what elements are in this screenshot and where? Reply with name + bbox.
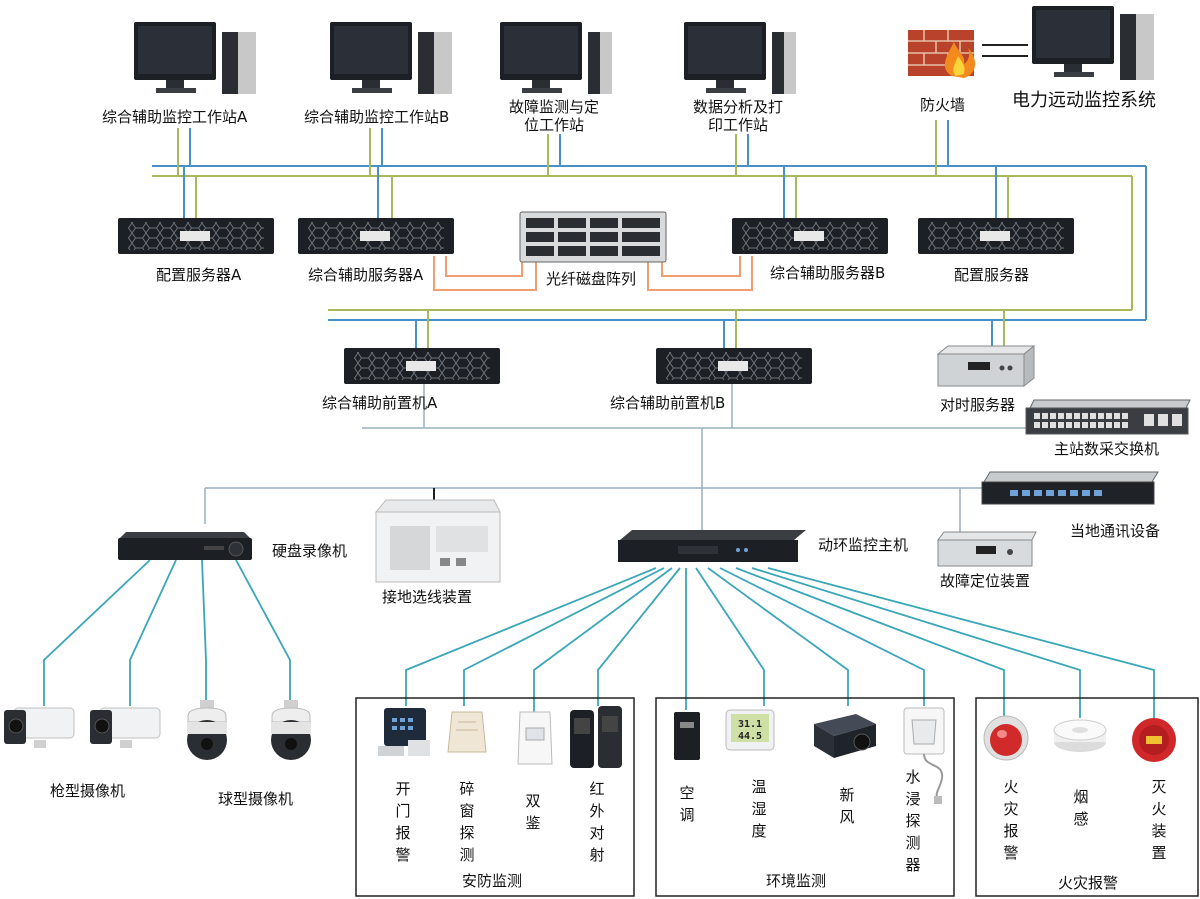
firewall-label: 防火墙 bbox=[920, 96, 966, 114]
frontend-b-icon[interactable] bbox=[656, 348, 812, 384]
lower-bus bbox=[204, 384, 1100, 532]
aux-server-b-icon[interactable] bbox=[732, 218, 888, 254]
frontend-drops bbox=[415, 310, 1005, 350]
fault-locator-icon[interactable] bbox=[937, 531, 1037, 567]
firewall-link bbox=[982, 44, 1028, 57]
fire-group-title: 火灾报警 bbox=[1058, 874, 1119, 892]
env-host-icon[interactable] bbox=[618, 530, 806, 562]
config-server-label: 配置服务器 bbox=[954, 266, 1030, 284]
group-box-fire bbox=[975, 697, 1199, 897]
workstation-drops bbox=[177, 120, 949, 176]
infrared-beam-icon[interactable] bbox=[570, 706, 622, 768]
time-server-label: 对时服务器 bbox=[940, 396, 1016, 414]
thermo-temp-text: 31.1 bbox=[738, 719, 762, 730]
time-server-icon[interactable] bbox=[936, 344, 1036, 388]
config-server-a-icon[interactable] bbox=[118, 218, 274, 254]
door-alarm-icon[interactable] bbox=[378, 708, 430, 756]
thermo-hygrometer-icon[interactable]: 31.1 44.5 bbox=[725, 709, 775, 751]
air-conditioner-icon[interactable] bbox=[674, 712, 700, 760]
master-switch-label: 主站数采交换机 bbox=[1054, 440, 1160, 458]
dome-camera-1-icon[interactable] bbox=[187, 700, 227, 760]
workstation-b-icon[interactable] bbox=[330, 22, 452, 94]
glass-break-icon[interactable] bbox=[447, 711, 487, 753]
smoke-detector-icon[interactable] bbox=[1053, 719, 1107, 752]
remote-system-label: 电力远动监控系统 bbox=[1012, 90, 1156, 111]
security-group-title: 安防监测 bbox=[462, 872, 523, 890]
group-box-environment bbox=[655, 697, 955, 897]
frontend-a-label: 综合辅助前置机A bbox=[322, 394, 438, 412]
fire-alarm-label: 火灾报警 bbox=[1003, 778, 1019, 862]
env-host-label: 动环监控主机 bbox=[818, 536, 909, 554]
smoke-label: 烟感 bbox=[1073, 788, 1089, 828]
environment-group-title: 环境监测 bbox=[766, 872, 827, 890]
nvr-icon[interactable] bbox=[118, 532, 252, 560]
water-leak-icon[interactable] bbox=[903, 707, 945, 804]
disk-array-label: 光纤磁盘阵列 bbox=[546, 270, 637, 288]
thermo-label: 温湿度 bbox=[751, 778, 767, 840]
workstation-a-icon[interactable] bbox=[134, 22, 256, 94]
firewall-icon[interactable] bbox=[908, 30, 976, 78]
aux-server-a-label: 综合辅助服务器A bbox=[308, 266, 424, 284]
local-comm-label: 当地通讯设备 bbox=[1070, 522, 1161, 540]
ac-label: 空调 bbox=[679, 784, 695, 824]
fresh-air-icon[interactable] bbox=[814, 714, 876, 758]
extinguisher-icon[interactable] bbox=[1132, 718, 1176, 762]
glass-break-label: 碎窗探测 bbox=[459, 780, 475, 864]
group-box-security bbox=[355, 697, 635, 897]
fresh-air-label: 新风 bbox=[839, 786, 855, 826]
thermo-hum-text: 44.5 bbox=[738, 731, 762, 742]
frontend-b-label: 综合辅助前置机B bbox=[610, 394, 726, 412]
grounding-device-icon[interactable] bbox=[374, 499, 501, 583]
dual-tech-icon[interactable] bbox=[517, 711, 553, 765]
extinguisher-label: 灭火装置 bbox=[1151, 778, 1167, 862]
config-server-a-label: 配置服务器A bbox=[156, 266, 242, 284]
nvr-label: 硬盘录像机 bbox=[272, 542, 348, 560]
bullet-camera-1-icon[interactable] bbox=[4, 707, 75, 748]
fault-workstation-label: 故障监测与定位工作站 bbox=[508, 98, 599, 134]
fault-workstation-icon[interactable] bbox=[500, 22, 612, 94]
fiber-links bbox=[433, 256, 753, 291]
aux-server-b-label: 综合辅助服务器B bbox=[770, 264, 886, 282]
aux-server-a-icon[interactable] bbox=[298, 218, 454, 254]
config-server-icon[interactable] bbox=[918, 218, 1074, 254]
water-leak-label: 水浸探测器 bbox=[905, 768, 921, 874]
analysis-workstation-icon[interactable] bbox=[684, 22, 796, 94]
server-drops bbox=[183, 166, 1009, 218]
bullet-camera-2-icon[interactable] bbox=[90, 707, 161, 748]
door-alarm-label: 开门报警 bbox=[395, 780, 411, 864]
remote-system-icon[interactable] bbox=[1032, 6, 1154, 80]
dome-camera-label: 球型摄像机 bbox=[218, 790, 294, 808]
fire-alarm-icon[interactable] bbox=[983, 715, 1029, 761]
workstation-b-label: 综合辅助监控工作站B bbox=[304, 108, 450, 126]
workstation-a-label: 综合辅助监控工作站A bbox=[102, 108, 248, 126]
bullet-camera-label: 枪型摄像机 bbox=[50, 782, 126, 800]
frontend-a-icon[interactable] bbox=[344, 348, 500, 384]
dome-camera-2-icon[interactable] bbox=[271, 700, 311, 760]
master-switch-icon[interactable] bbox=[1025, 399, 1191, 435]
disk-array-icon[interactable] bbox=[519, 211, 667, 263]
local-comm-icon[interactable] bbox=[981, 471, 1159, 505]
sensor-links bbox=[405, 567, 1155, 718]
camera-links bbox=[43, 559, 291, 706]
fault-locator-label: 故障定位装置 bbox=[940, 572, 1031, 590]
dual-tech-label: 双鉴 bbox=[525, 792, 541, 832]
infrared-label: 红外对射 bbox=[589, 780, 605, 864]
analysis-workstation-label: 数据分析及打印工作站 bbox=[692, 98, 783, 134]
grounding-label: 接地选线装置 bbox=[382, 588, 473, 606]
